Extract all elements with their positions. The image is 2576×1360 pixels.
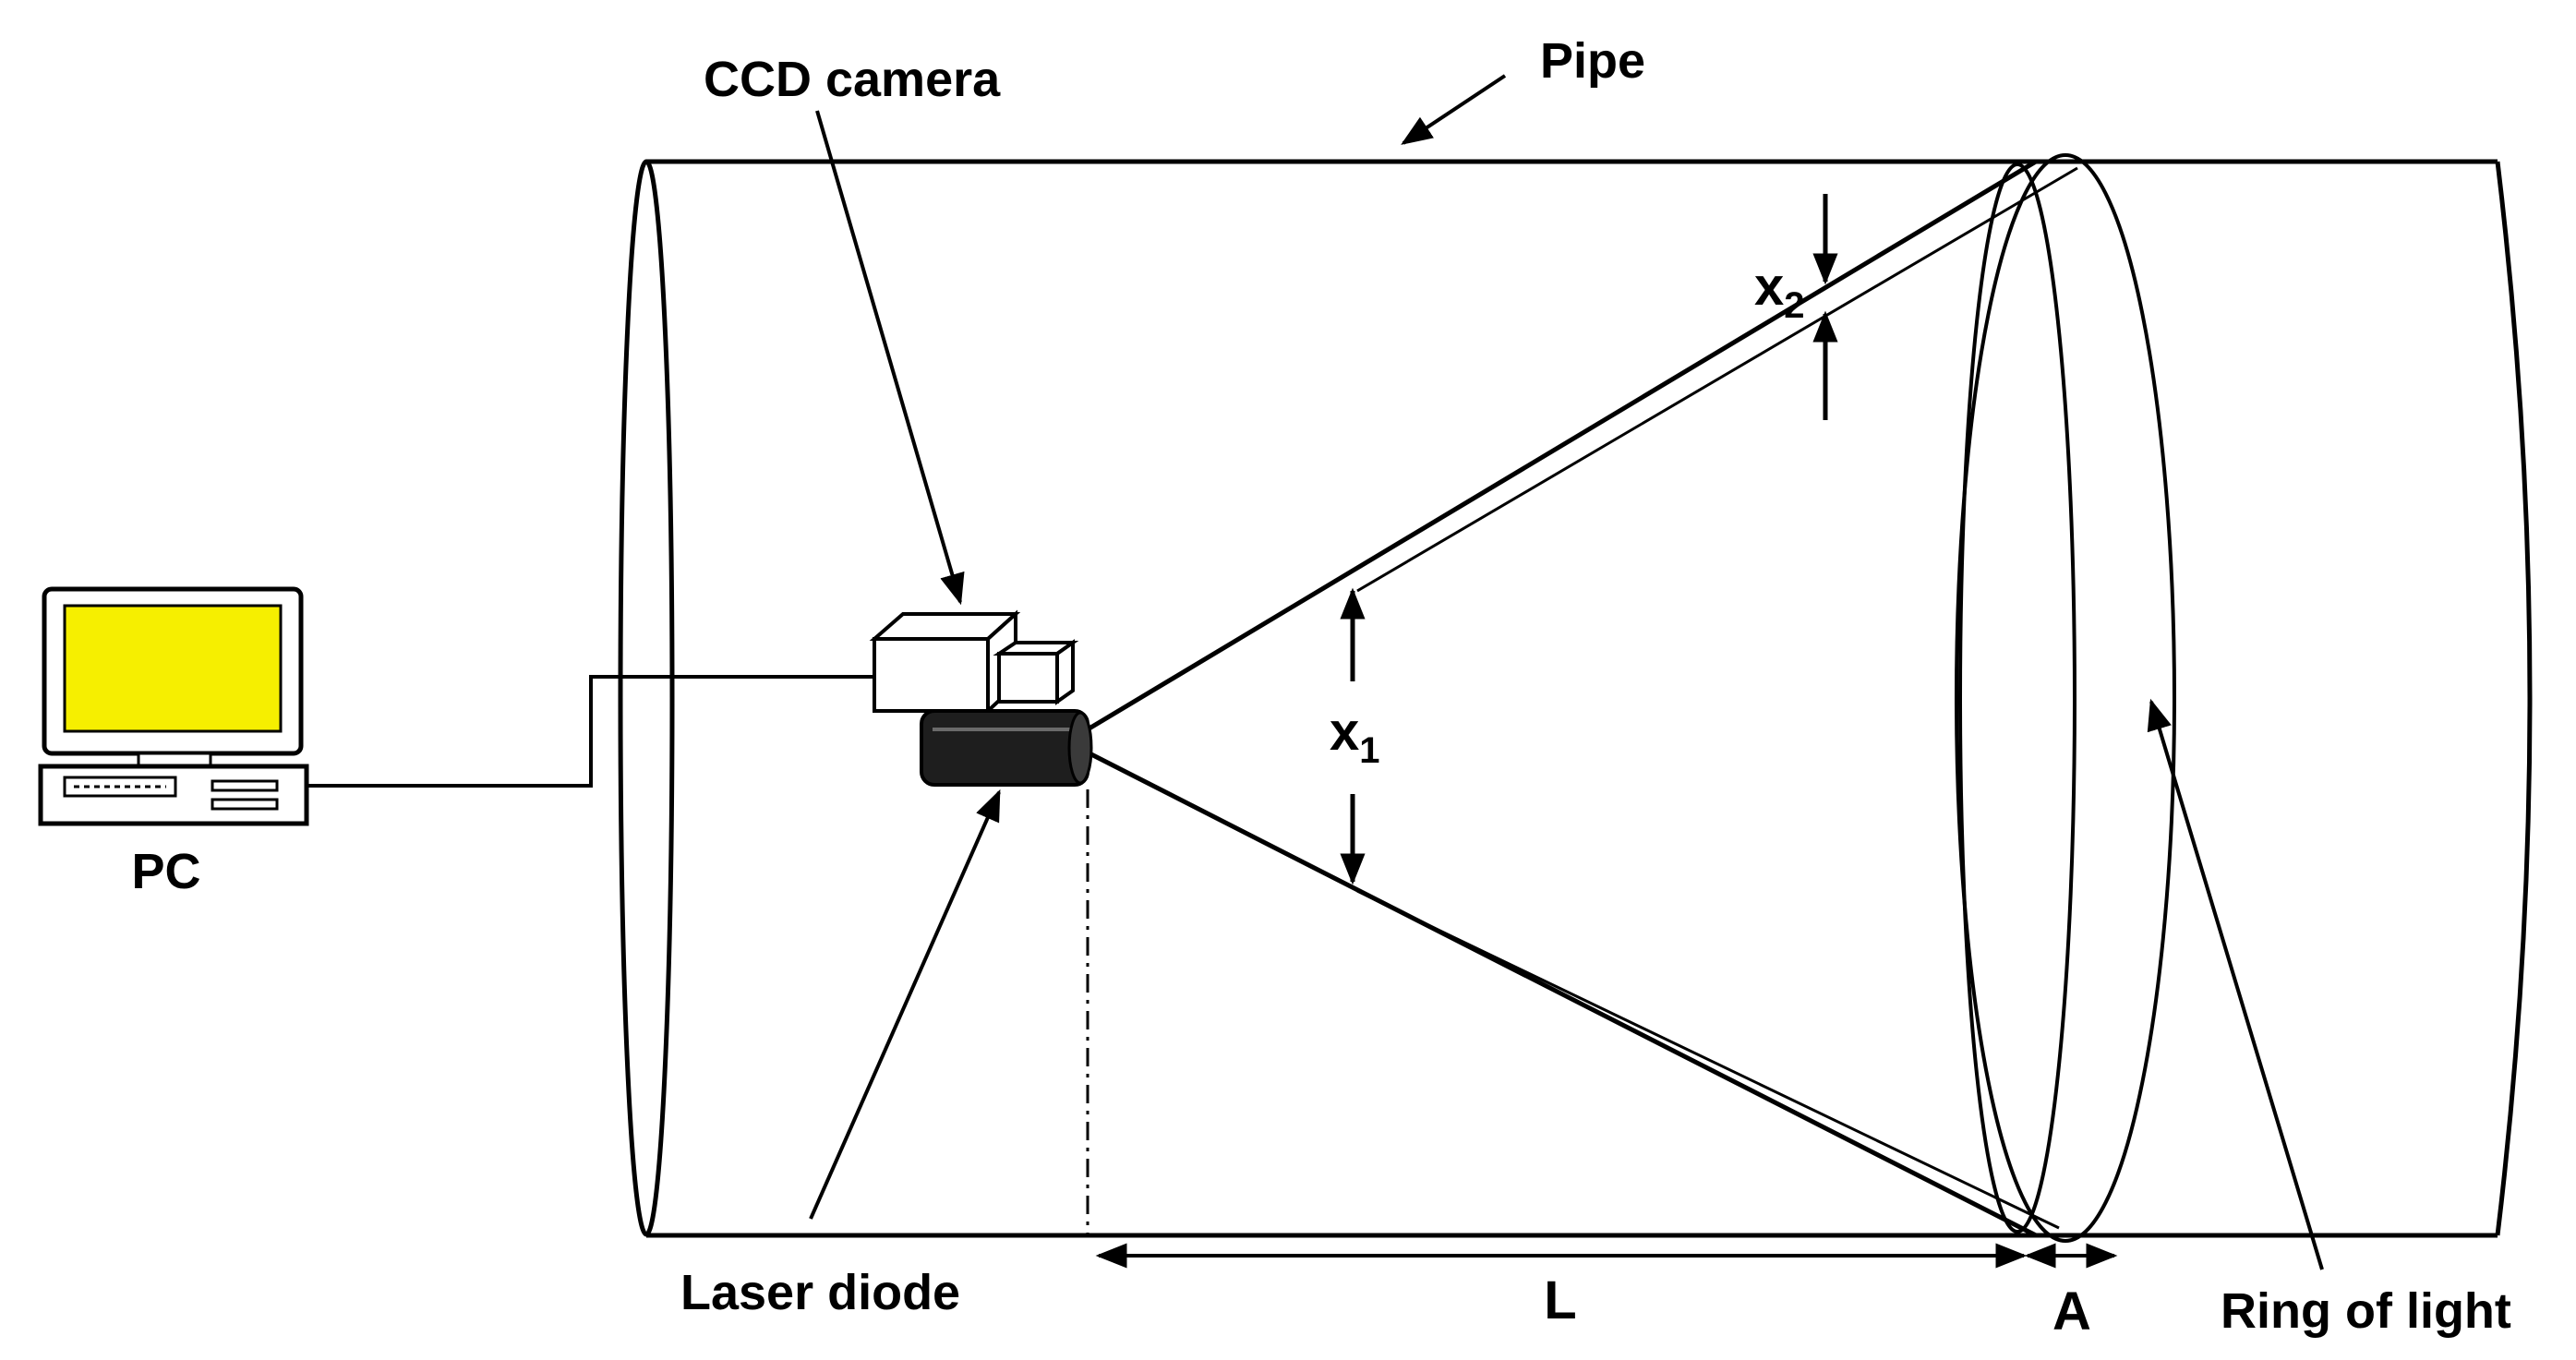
ring-inner-ellipse <box>1958 162 2076 1234</box>
cone-lower-line-outer <box>1356 889 2060 1230</box>
cone-upper-line-outer <box>1356 166 2078 593</box>
pipe-label: Pipe <box>1540 33 1645 89</box>
ccd-camera-label: CCD camera <box>704 52 1001 107</box>
cone-lower-line <box>1086 750 2038 1238</box>
laser-diode <box>920 709 1093 787</box>
length-label: L <box>1544 1270 1576 1330</box>
x2-label: x2 <box>1754 257 1805 326</box>
camera-lens-front <box>997 652 1059 704</box>
laser-diode-body <box>920 709 1089 787</box>
pipe-right-end <box>2495 161 2533 1236</box>
laser-cone <box>1086 159 2078 1238</box>
pointer-arrows <box>809 74 2324 1270</box>
laser-diode-label: Laser diode <box>680 1265 960 1320</box>
pc: PC <box>38 586 309 899</box>
ring-of-light <box>1955 153 2176 1243</box>
camera-lens-side <box>1055 639 1075 705</box>
ring-outer-ellipse <box>1955 153 2176 1243</box>
ring-of-light-arrow <box>2147 698 2324 1270</box>
ccd-camera <box>869 609 1079 716</box>
pc-cable <box>307 675 874 788</box>
pc-drive-slot <box>211 779 279 792</box>
pipe-arrow <box>1401 74 1507 145</box>
gap-label: A <box>2052 1282 2091 1342</box>
cone-upper-line <box>1086 159 2038 732</box>
ccd-camera-arrow <box>815 110 965 606</box>
pc-screen <box>63 604 283 733</box>
x1-label: x1 <box>1330 702 1380 771</box>
pc-drive-slot-2 <box>211 798 279 811</box>
laser-diode-aperture <box>1067 711 1093 785</box>
laser-diode-arrow <box>809 788 1001 1220</box>
camera-body-front <box>873 637 990 713</box>
ring-of-light-label: Ring of light <box>2221 1283 2511 1339</box>
pc-label: PC <box>131 844 200 899</box>
pipe-left-end <box>618 159 675 1237</box>
pipe <box>618 159 2533 1238</box>
